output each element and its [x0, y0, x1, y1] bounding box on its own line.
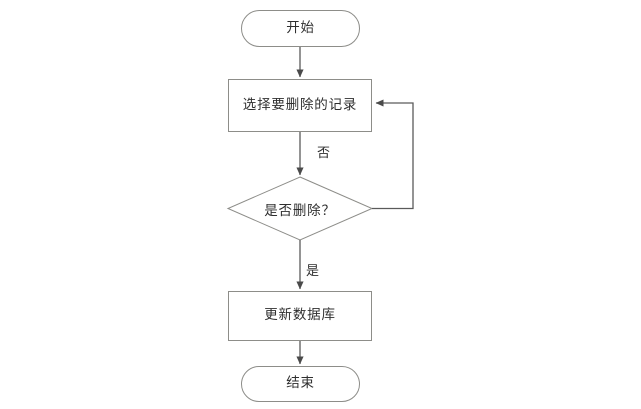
node-update-database-label: 更新数据库 [264, 307, 336, 324]
node-end-label: 结束 [286, 375, 315, 392]
node-end[interactable]: 结束 [241, 366, 360, 402]
node-select-records[interactable]: 选择要删除的记录 [228, 79, 372, 132]
node-select-records-label: 选择要删除的记录 [242, 96, 358, 113]
node-start-label: 开始 [286, 19, 315, 36]
edge-label-yes: 是 [306, 264, 320, 279]
node-decision[interactable]: 是否删除？ [228, 177, 372, 240]
node-decision-label: 是否删除？ [264, 202, 336, 219]
edge-label-no: 否 [317, 146, 331, 161]
node-update-database[interactable]: 更新数据库 [228, 291, 372, 341]
connector-decision-loop-back [372, 99, 414, 210]
node-start[interactable]: 开始 [241, 10, 360, 47]
